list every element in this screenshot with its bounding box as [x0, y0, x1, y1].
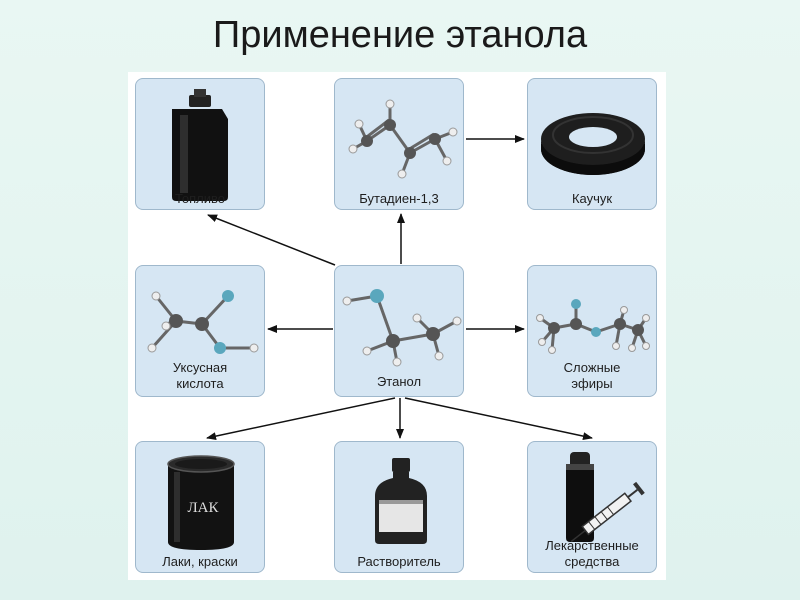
node-varnish-label: Лаки, краски	[162, 554, 238, 569]
butadiene-molecule-icon	[348, 99, 458, 179]
node-medicine: Лекарственные средства	[527, 441, 657, 573]
node-ethanol-label: Этанол	[376, 374, 422, 389]
arrow-to-varnish	[206, 397, 396, 441]
node-butadiene: Бутадиен-1,3	[334, 78, 464, 210]
acetic-acid-molecule-icon	[147, 290, 259, 354]
varnish-can-text: ЛАК	[187, 500, 219, 516]
node-rubber: Каучук	[527, 78, 657, 210]
tire-icon	[541, 113, 645, 175]
page-title: Применение этанола	[212, 14, 588, 56]
node-esters: Сложные эфиры	[527, 265, 657, 397]
node-ethanol: Этанол	[334, 265, 464, 397]
node-medicine-label-line1: Лекарственные	[545, 538, 639, 553]
node-varnish: ЛАК Лаки, краски	[135, 441, 265, 573]
node-acetic-acid-label-line1: Уксусная	[172, 360, 228, 375]
medicine-bottle-syringe-icon	[566, 452, 645, 543]
node-medicine-label-line2: средства	[564, 554, 620, 569]
bottle-icon	[375, 458, 427, 544]
node-acetic-acid-label-line2: кислота	[176, 376, 224, 391]
node-esters-label-line1: Сложные	[563, 360, 621, 375]
node-solvent-label: Растворитель	[357, 554, 441, 569]
arrow-to-fuel	[207, 214, 336, 266]
node-acetic-acid: Уксусная кислота	[135, 265, 265, 397]
varnish-can-icon: ЛАК	[167, 455, 235, 550]
node-butadiene-label: Бутадиен-1,3	[359, 191, 439, 206]
node-esters-label-line2: эфиры	[571, 376, 613, 391]
ethanol-molecule-icon	[342, 289, 462, 367]
canister-icon	[172, 89, 228, 201]
node-fuel: Топливо	[135, 78, 265, 210]
node-rubber-label: Каучук	[571, 191, 613, 206]
arrow-to-medicine	[404, 397, 593, 441]
node-fuel-label: Топливо	[174, 191, 226, 206]
ester-molecule-icon	[536, 299, 650, 354]
node-solvent: Растворитель	[334, 441, 464, 573]
